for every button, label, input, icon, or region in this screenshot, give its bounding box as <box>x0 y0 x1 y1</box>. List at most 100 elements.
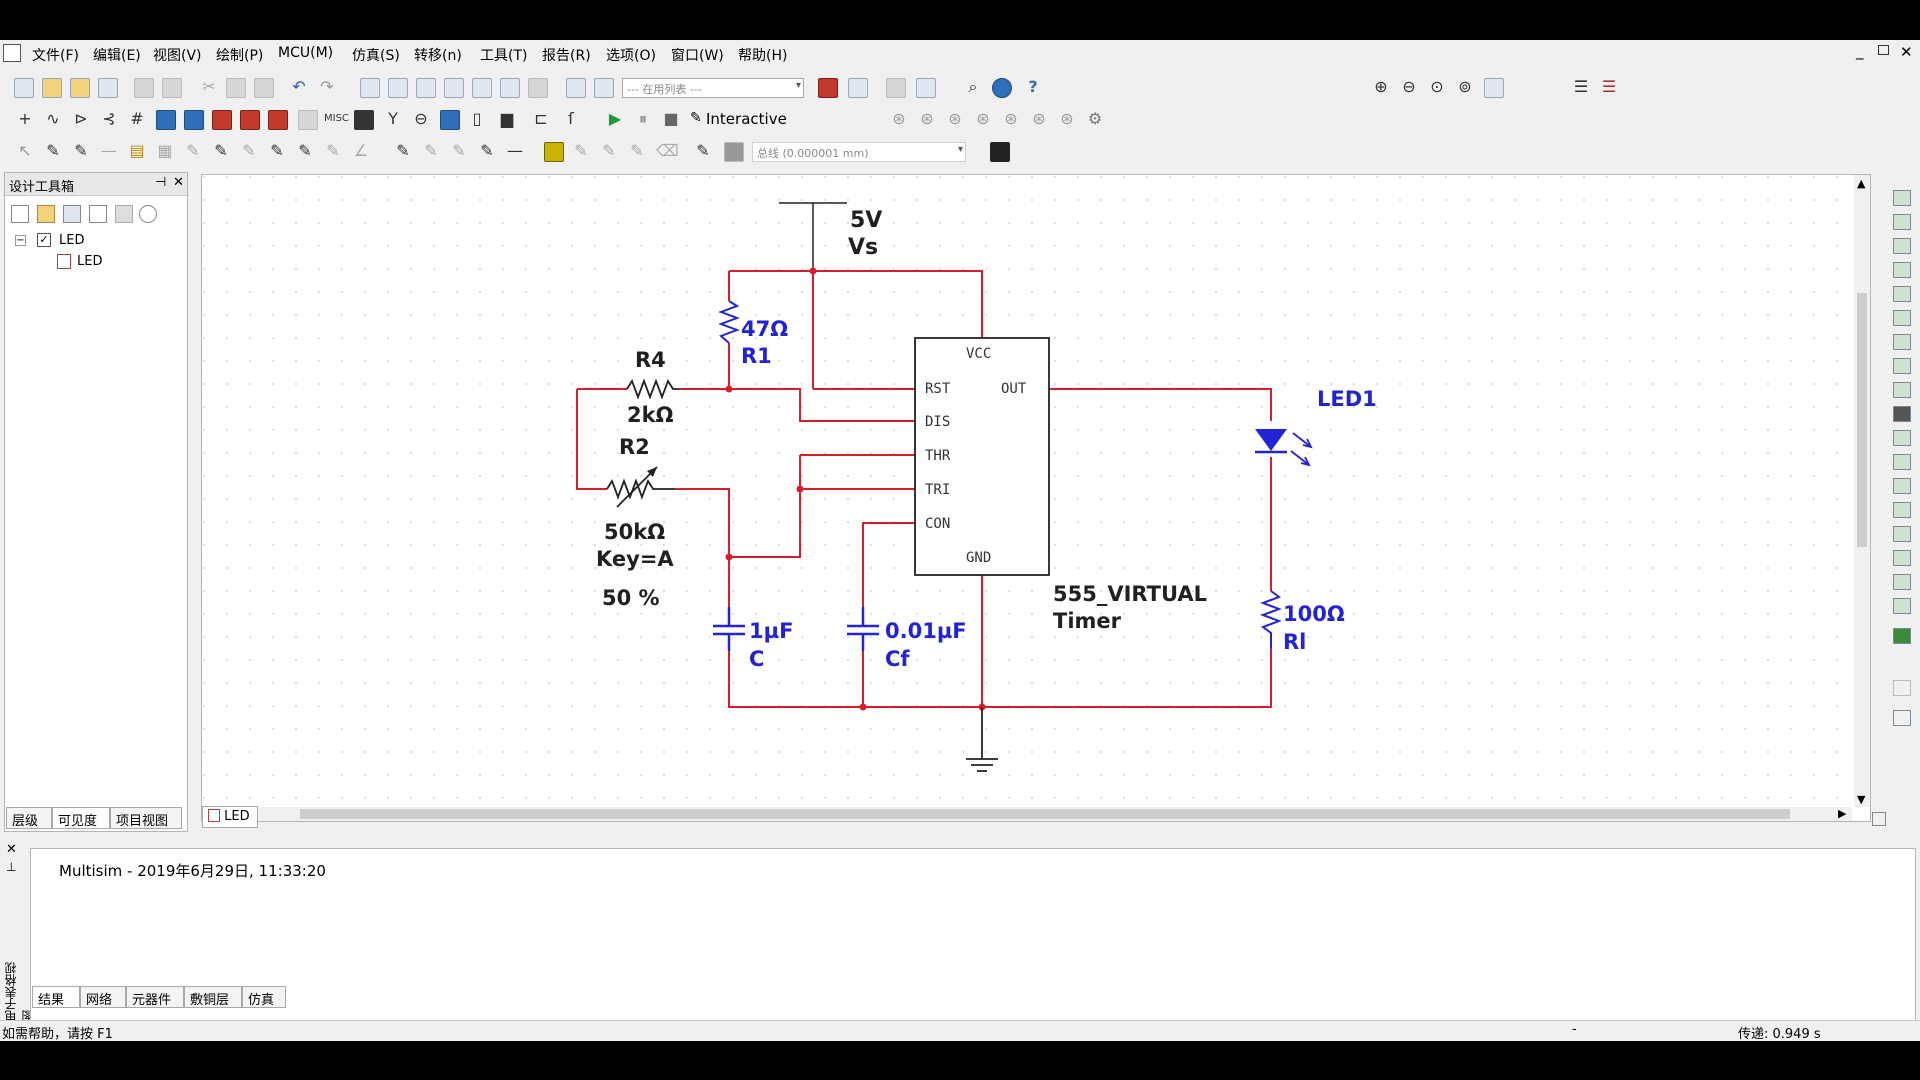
tree-item-sheet[interactable]: LED <box>57 253 157 271</box>
list-alt-icon[interactable]: ☰ <box>1601 77 1617 96</box>
help-icon[interactable]: ? <box>1028 77 1038 96</box>
advanced-peripherals-icon[interactable] <box>354 110 374 130</box>
current-probe-icon[interactable] <box>1893 710 1911 726</box>
bus-icon[interactable]: ſ <box>568 109 574 128</box>
menu-mcu[interactable]: MCU(M) <box>278 45 334 61</box>
transistor-icon[interactable]: ⊰ <box>102 109 116 128</box>
run-icon[interactable]: ▶ <box>608 109 622 128</box>
trace-icon[interactable]: ✎ <box>396 141 410 160</box>
power-component-icon[interactable] <box>298 110 318 130</box>
tab-copper-layers[interactable]: 敷铜层 <box>184 986 242 1008</box>
network-analyzer-icon[interactable] <box>1893 502 1911 518</box>
labview-instrument-icon[interactable] <box>1893 628 1911 644</box>
cut-icon[interactable]: ✂ <box>202 77 216 96</box>
timer-555-body[interactable] <box>914 337 1050 576</box>
open-design-icon[interactable] <box>37 205 55 223</box>
logic-analyzer-icon[interactable] <box>1893 406 1911 422</box>
trace-faded-icon[interactable]: ✎ <box>452 141 466 160</box>
pen-icon[interactable]: ✎ <box>214 141 228 160</box>
parent-sheet-icon[interactable] <box>388 78 408 98</box>
scroll-down-icon[interactable]: ▼ <box>1857 793 1866 806</box>
tektronix-oscilloscope-icon[interactable] <box>1893 598 1911 614</box>
horizontal-scrollbar[interactable]: ◀ ▶ <box>202 807 1852 821</box>
agilent-oscilloscope-icon[interactable] <box>1893 574 1911 590</box>
gear-icon[interactable]: ⚙ <box>1087 109 1103 128</box>
find-examples-icon[interactable] <box>916 78 936 98</box>
diode-icon[interactable]: ⊳ <box>74 109 88 128</box>
close-icon[interactable]: ✕ <box>1900 43 1913 61</box>
pen-stroke-icon[interactable]: ✎ <box>298 141 312 160</box>
four-channel-oscilloscope-icon[interactable] <box>1893 286 1911 302</box>
vertical-scroll-thumb[interactable] <box>1857 293 1867 547</box>
menu-window[interactable]: 窗口(W) <box>671 48 724 64</box>
tab-hierarchy[interactable]: 层级 <box>6 807 52 829</box>
mixed-icon[interactable] <box>240 110 260 130</box>
zoom-out-icon[interactable]: ⊖ <box>1402 77 1416 96</box>
line-icon[interactable]: — <box>101 141 117 160</box>
distortion-analyzer-icon[interactable] <box>1893 454 1911 470</box>
probe-digital-icon[interactable]: ⊛ <box>1004 109 1018 128</box>
stop-icon[interactable]: ■ <box>663 109 679 128</box>
pause-icon[interactable]: ⏸ <box>638 109 647 128</box>
source-icon[interactable]: + <box>18 109 32 128</box>
grid-spacing-combo[interactable]: 总线 (0.000001 mm)▾ <box>752 142 966 162</box>
sheet-options-icon[interactable] <box>1872 812 1886 826</box>
schematic-canvas[interactable]: 5V Vs <box>202 175 1870 807</box>
tab-simulation[interactable]: 仿真 <box>242 986 286 1008</box>
route-faded-icon[interactable]: ✎ <box>630 141 644 160</box>
connector-icon[interactable]: ▯ <box>472 109 482 128</box>
capacitor-c[interactable] <box>713 607 745 651</box>
table-icon[interactable]: ▦ <box>157 141 173 160</box>
menu-edit[interactable]: 编辑(E) <box>93 48 141 64</box>
misc-digital-icon[interactable] <box>212 110 232 130</box>
menu-reports[interactable]: 报告(R) <box>542 48 591 64</box>
probe-settings-icon[interactable]: ⊛ <box>1060 109 1074 128</box>
graphic-line-icon[interactable]: ✎ <box>186 141 200 160</box>
minimize-icon[interactable]: _ <box>1856 42 1864 60</box>
frequency-counter-icon[interactable] <box>1893 334 1911 350</box>
menu-tools[interactable]: 工具(T) <box>480 48 528 64</box>
sheet-tab-led[interactable]: LED <box>202 806 258 828</box>
grapher-icon[interactable] <box>472 78 492 98</box>
trace-alt-icon[interactable]: ✎ <box>424 141 438 160</box>
eraser-icon[interactable]: ⌫ <box>656 141 679 160</box>
layer-icon[interactable] <box>544 142 564 162</box>
mcu-icon[interactable]: ▆ <box>500 109 514 128</box>
open-folder-icon[interactable] <box>42 78 62 98</box>
bode-plotter-icon[interactable] <box>1893 310 1911 326</box>
tab-visibility[interactable]: 可见度 <box>52 807 110 829</box>
probe-current-icon[interactable]: ⊛ <box>920 109 934 128</box>
agilent-generator-icon[interactable] <box>1893 526 1911 542</box>
zoom-area-icon[interactable]: ⊙ <box>1430 77 1444 96</box>
autoroute-icon[interactable]: ✎ <box>696 141 710 160</box>
scroll-right-icon[interactable]: ▶ <box>1838 807 1847 820</box>
find-icon[interactable]: ⌕ <box>968 77 978 96</box>
tab-results[interactable]: 结果 <box>32 986 80 1008</box>
indicator-icon[interactable] <box>268 110 288 130</box>
select-icon[interactable]: ↖ <box>18 141 32 160</box>
open-sample-icon[interactable] <box>70 78 90 98</box>
scroll-up-icon[interactable]: ▲ <box>1857 177 1866 190</box>
resistor-r4[interactable] <box>626 378 679 400</box>
back-annotate-icon[interactable] <box>886 78 906 98</box>
undo-icon[interactable]: ↶ <box>292 77 306 96</box>
print-preview-icon[interactable] <box>162 78 182 98</box>
dash-icon[interactable]: — <box>507 141 523 160</box>
list-icon[interactable]: ☰ <box>1573 77 1589 96</box>
app-icon[interactable] <box>3 44 21 62</box>
ground-symbol[interactable] <box>966 707 998 772</box>
polyline-icon[interactable]: ∠ <box>353 141 369 160</box>
restore-icon[interactable] <box>1878 45 1889 55</box>
swatch-icon[interactable] <box>724 142 744 162</box>
multimeter-icon[interactable] <box>1893 190 1911 206</box>
cmos-icon[interactable] <box>184 110 204 130</box>
zoom-fit-icon[interactable] <box>1484 78 1504 98</box>
pen-alt-icon[interactable]: ✎ <box>242 141 256 160</box>
menu-file[interactable]: 文件(F) <box>32 48 79 64</box>
route-icon[interactable]: ✎ <box>574 141 588 160</box>
potentiometer-r2[interactable] <box>606 466 675 508</box>
led-diode[interactable] <box>1255 429 1313 467</box>
education-website-icon[interactable] <box>992 78 1012 98</box>
iv-analyzer-icon[interactable] <box>1893 430 1911 446</box>
save-icon[interactable] <box>98 78 118 98</box>
